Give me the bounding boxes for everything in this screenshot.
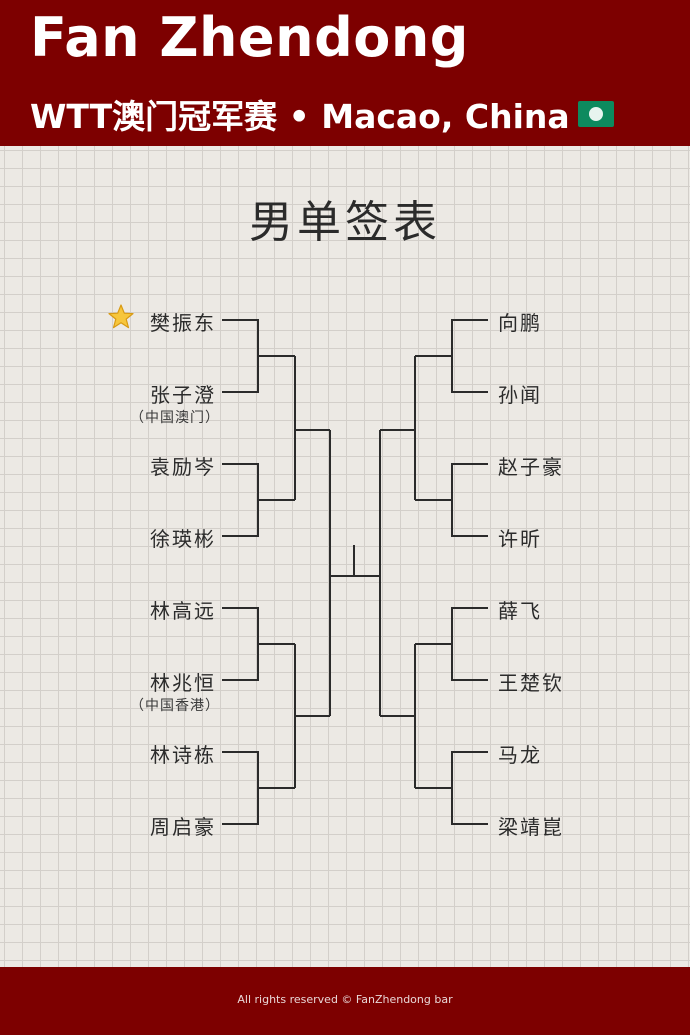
grid-background	[0, 146, 690, 967]
left-r1-match-2	[222, 463, 295, 537]
right-player-3: 赵子豪	[498, 455, 564, 479]
right-r1-match-2	[415, 463, 488, 537]
right-player-5: 薛飞	[498, 599, 542, 623]
draw-title: 男单签表	[249, 197, 441, 248]
left-player-7: 林诗栋	[150, 743, 216, 767]
copyright-text: All rights reserved © FanZhendong bar	[237, 993, 453, 1006]
right-r1-match-1	[415, 319, 488, 393]
left-player-3: 袁励岑	[150, 455, 216, 479]
left-player-6-note: （中国香港）	[130, 698, 220, 714]
right-r1-match-3	[415, 607, 488, 681]
right-sf	[354, 430, 381, 716]
left-r1-match-1	[222, 319, 295, 393]
left-qf-2	[294, 644, 330, 788]
right-qf-2	[380, 644, 416, 788]
left-r1-match-3	[222, 607, 295, 681]
right-r1-match-4	[415, 751, 488, 825]
event-subtitle: WTT澳门冠军赛 • Macao, China	[30, 90, 614, 138]
right-player-8: 梁靖崑	[498, 815, 564, 839]
macao-flag-icon	[577, 101, 614, 127]
right-player-6: 王楚钦	[498, 671, 564, 695]
right-player-1: 向鹏	[498, 311, 542, 335]
left-qf-1	[294, 356, 330, 500]
left-player-6: 林兆恒	[150, 671, 216, 695]
star-icon	[108, 304, 134, 329]
right-qf-1	[380, 356, 416, 500]
left-player-5: 林高远	[150, 599, 216, 623]
left-player-8: 周启豪	[150, 815, 216, 839]
left-player-1: 樊振东	[150, 311, 216, 335]
right-player-4: 许昕	[498, 527, 542, 551]
header-banner: Fan Zhendong WTT澳门冠军赛 • Macao, China	[0, 0, 690, 146]
left-r1-match-4	[222, 751, 295, 825]
page-title: Fan Zhendong	[30, 6, 469, 69]
footer-banner	[0, 967, 690, 1035]
left-sf	[329, 430, 354, 716]
event-subtitle-text: WTT澳门冠军赛 • Macao, China	[30, 97, 570, 136]
right-player-7: 马龙	[498, 743, 542, 767]
left-player-4: 徐瑛彬	[150, 527, 216, 551]
left-player-2-note: （中国澳门）	[130, 410, 220, 426]
left-player-2: 张子澄	[150, 383, 216, 407]
right-player-2: 孙闻	[498, 383, 542, 407]
